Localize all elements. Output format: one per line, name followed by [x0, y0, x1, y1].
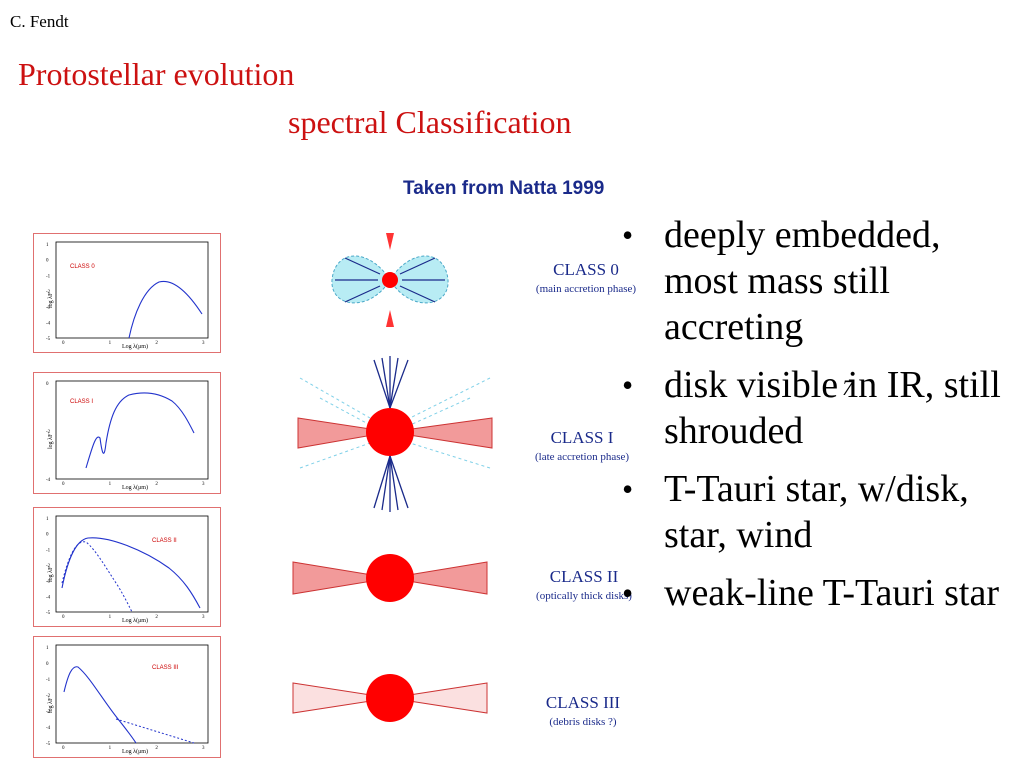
x-tick-label: 0: [62, 482, 65, 487]
x-axis-label: Log λ(μm): [122, 343, 148, 350]
y-axis-label: log λF: [48, 566, 54, 582]
sed-curve-stellar: [61, 541, 133, 613]
y-axis-label: log λF: [48, 292, 54, 308]
panel-label: CLASS 0: [70, 264, 95, 270]
x-tick-label: 3: [202, 482, 205, 487]
panel-label: CLASS I: [70, 399, 93, 405]
y-tick-label: -1: [46, 548, 51, 553]
y-tick-label: -3: [46, 306, 51, 311]
y-tick-label: -5: [46, 337, 51, 342]
y-tick-label: -4: [46, 726, 51, 731]
class-label-1: CLASS I (late accretion phase): [522, 428, 642, 463]
y-tick-label: 0: [46, 662, 49, 667]
bullet-item: T-Tauri star, w/disk, star, wind: [618, 466, 1018, 558]
class-subtitle: (optically thick disks): [536, 590, 632, 602]
y-tick-label: 0: [46, 382, 49, 387]
sed-curve: [61, 537, 201, 609]
x-tick-label: 2: [155, 341, 158, 346]
x-tick-label: 0: [62, 341, 65, 346]
y-tick-label: -1: [46, 678, 51, 683]
x-tick-label: 3: [202, 746, 205, 751]
y-tick-label: -1: [46, 274, 51, 279]
x-tick-label: 2: [155, 746, 158, 751]
bullet-item: weak-line T-Tauri star: [618, 570, 1018, 616]
class1-cartoon: [297, 356, 493, 512]
y-tick-label: -2: [46, 430, 51, 435]
figure-credit: Taken from Natta 1999: [403, 178, 605, 199]
class-label-3: CLASS III (debris disks ?): [523, 693, 643, 728]
class-label-2: CLASS II (optically thick disks): [524, 567, 644, 602]
y-tick-label: 0: [46, 259, 49, 264]
x-tick-label: 0: [62, 615, 65, 620]
panel-label: CLASS III: [152, 665, 179, 671]
y-tick-label: -5: [46, 611, 51, 616]
class-subtitle: (late accretion phase): [534, 451, 630, 463]
y-axis-label: log λF: [48, 697, 54, 713]
class-name: CLASS 0: [553, 260, 619, 279]
y-tick-label: -2: [46, 564, 51, 569]
sed-plot-class2: CLASS II log λF Log λ(μm) 1 0 -1 -2 -3 -4 -5 0 1…: [46, 515, 209, 624]
y-tick-label: -4: [46, 478, 51, 483]
y-tick-label: -3: [46, 710, 51, 715]
class0-cartoon: [331, 233, 449, 327]
sed-plot-class0: CLASS 0 log λF Log λ(μm) 1 0 -1 -2 -3 -4 -5 0 1 2…: [46, 241, 209, 350]
class-name: CLASS III: [545, 693, 621, 712]
stray-mark: 7: [842, 375, 853, 400]
sed-curve-excess: [115, 718, 195, 744]
y-tick-label: 1: [46, 517, 49, 522]
slide-title-line1: Protostellar evolution: [18, 56, 295, 92]
y-tick-label: 1: [46, 243, 49, 248]
y-axis-label: log λF: [48, 433, 54, 449]
bullet-item: deeply embedded, most mass still accreti…: [618, 212, 1018, 350]
sed-panel-class0: CLASS 0 log λF Log λ(μm) 1 0 -1 -2 -3 -4 -5 0 1 2…: [33, 233, 221, 353]
x-tick-label: 1: [109, 341, 112, 346]
y-tick-label: 1: [46, 646, 49, 651]
class-name: CLASS II: [549, 567, 619, 586]
x-tick-label: 3: [202, 341, 205, 346]
sed-curve: [63, 666, 137, 744]
x-axis-label: Log λ(μm): [122, 617, 148, 624]
x-tick-label: 2: [155, 482, 158, 487]
sed-panel-class2: CLASS II log λF Log λ(μm) 1 0 -1 -2 -3 -4 -5 0 1…: [33, 507, 221, 627]
class-label-0: CLASS 0 (main accretion phase): [526, 260, 646, 295]
x-axis-label: Log λ(μm): [122, 484, 148, 491]
protostar-cartoons: [292, 233, 493, 722]
y-tick-label: -2: [46, 290, 51, 295]
y-tick-label: 0: [46, 533, 49, 538]
y-tick-label: -4: [46, 595, 51, 600]
x-axis-label: Log λ(μm): [122, 748, 148, 755]
sed-curve: [85, 392, 195, 469]
y-tick-label: -3: [46, 580, 51, 585]
x-tick-label: 3: [202, 615, 205, 620]
x-tick-label: 1: [109, 615, 112, 620]
class-name: CLASS I: [550, 428, 614, 447]
class3-cartoon: [292, 674, 488, 722]
y-tick-label: -5: [46, 742, 51, 747]
y-tick-label: -4: [46, 321, 51, 326]
x-tick-label: 1: [109, 746, 112, 751]
sed-plot-class1: CLASS I log λF Log λ(μm) 0 -2 -4 0 1 2 3: [46, 380, 209, 491]
y-tick-label: -2: [46, 694, 51, 699]
x-tick-label: 0: [62, 746, 65, 751]
x-tick-label: 2: [155, 615, 158, 620]
class2-cartoon: [292, 554, 488, 602]
sed-panel-class1: CLASS I log λF Log λ(μm) 0 -2 -4 0 1 2 3: [33, 372, 221, 494]
slide-title-line2: spectral Classification: [288, 104, 572, 140]
class-subtitle: (main accretion phase): [535, 283, 637, 295]
sed-curve: [128, 280, 203, 339]
panel-label: CLASS II: [152, 538, 177, 544]
class-subtitle: (debris disks ?): [549, 716, 617, 728]
author-name: C. Fendt: [10, 12, 69, 31]
sed-panel-class3: CLASS III log λF Log λ(μm) 1 0 -1 -2 -3 -4 -5 0…: [33, 636, 221, 758]
bullet-list: deeply embedded, most mass still accreti…: [618, 212, 1018, 628]
sed-plot-class3: CLASS III log λF Log λ(μm) 1 0 -1 -2 -3 -4 -5 0…: [46, 644, 209, 755]
x-tick-label: 1: [109, 482, 112, 487]
bullet-item: disk visible in IR, still shrouded: [618, 362, 1018, 454]
